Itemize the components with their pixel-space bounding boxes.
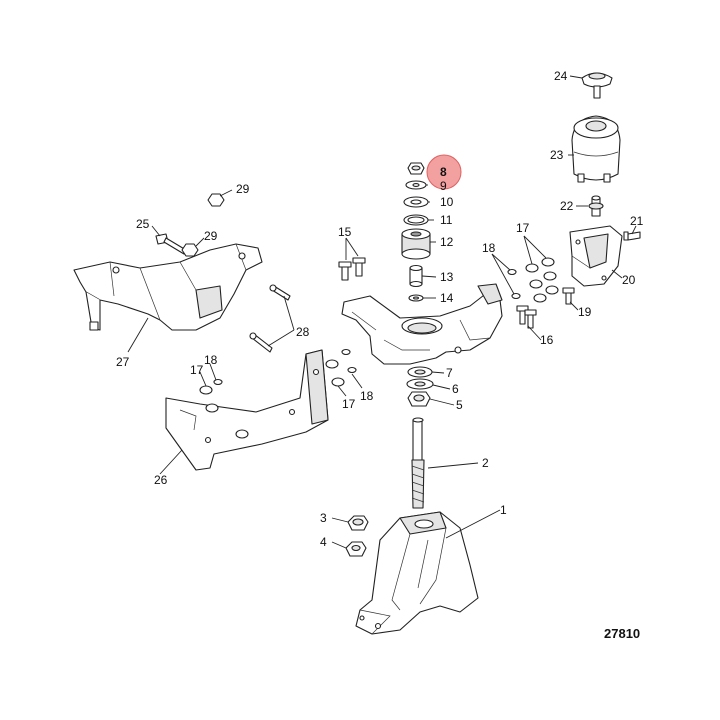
callout-29-lower[interactable]: 29	[204, 229, 218, 243]
part-11-ring[interactable]	[403, 214, 429, 226]
callout-26[interactable]: 26	[154, 473, 168, 487]
part-8-nut[interactable]	[407, 162, 425, 175]
callout-17-left[interactable]: 17	[190, 363, 204, 377]
part-17-nuts-right[interactable]	[525, 257, 559, 303]
callout-18-left[interactable]: 18	[204, 353, 218, 367]
part-17-nuts-left[interactable]	[199, 359, 345, 413]
callout-13[interactable]: 13	[440, 270, 454, 284]
part-15-bolts[interactable]	[338, 257, 366, 281]
callout-14[interactable]: 14	[440, 291, 454, 305]
part-14-washer[interactable]	[408, 294, 424, 302]
callout-25[interactable]: 25	[136, 217, 150, 231]
callout-23[interactable]: 23	[550, 148, 564, 162]
callout-19[interactable]: 19	[578, 305, 592, 319]
leader-lines	[127, 75, 637, 549]
part-13-sleeve[interactable]	[409, 264, 423, 288]
callout-28[interactable]: 28	[296, 325, 310, 339]
part-29-nut-lower[interactable]	[181, 243, 199, 257]
callout-12[interactable]: 12	[440, 235, 454, 249]
highlight-marker	[426, 154, 462, 190]
part-26-lower-bracket[interactable]	[165, 349, 329, 471]
part-27-frame-bracket[interactable]	[73, 243, 263, 331]
callout-10[interactable]: 10	[440, 195, 454, 209]
callout-8[interactable]: 8	[440, 165, 447, 179]
part-23-reservoir[interactable]	[571, 115, 621, 183]
callout-17-right[interactable]: 17	[516, 221, 530, 235]
part-4-nut[interactable]	[345, 541, 367, 557]
callout-6[interactable]: 6	[452, 382, 459, 396]
callout-21[interactable]: 21	[630, 214, 644, 228]
part-28-pins[interactable]	[249, 284, 291, 353]
part-6-washer[interactable]	[406, 378, 434, 390]
callout-18-right[interactable]: 18	[482, 241, 496, 255]
callout-2[interactable]: 2	[482, 456, 489, 470]
callout-24[interactable]: 24	[554, 69, 568, 83]
part-22-fitting[interactable]	[588, 195, 604, 217]
part-9-washer[interactable]	[405, 180, 427, 190]
callout-5[interactable]: 5	[456, 398, 463, 412]
central-mount-bracket[interactable]	[341, 283, 503, 365]
callout-27[interactable]: 27	[116, 355, 130, 369]
part-12-bushing[interactable]	[401, 228, 431, 260]
callout-15[interactable]: 15	[338, 225, 352, 239]
callout-20[interactable]: 20	[622, 273, 636, 287]
part-2-stud[interactable]	[411, 417, 425, 509]
part-19-bolt[interactable]	[562, 287, 575, 305]
part-5-nut[interactable]	[407, 391, 431, 407]
callout-11[interactable]: 11	[440, 213, 453, 227]
part-7-washer[interactable]	[407, 366, 433, 378]
part-18-washers-left[interactable]	[213, 348, 357, 386]
callout-22[interactable]: 22	[560, 199, 574, 213]
part-3-locknut[interactable]	[347, 515, 369, 531]
callout-9[interactable]: 9	[440, 179, 447, 193]
callout-29-upper[interactable]: 29	[236, 182, 250, 196]
callout-17-center[interactable]: 17	[342, 397, 356, 411]
part-25-bolt[interactable]	[155, 233, 187, 255]
diagram-reference-number: 27810	[604, 626, 640, 641]
callout-4[interactable]: 4	[320, 535, 327, 549]
part-18-washers-right[interactable]	[507, 268, 521, 300]
part-1-base-mount[interactable]	[355, 511, 479, 635]
callout-18-center[interactable]: 18	[360, 389, 374, 403]
part-16-bolts[interactable]	[516, 305, 537, 329]
callout-labels: 1 2 3 4 5 6 7 8 9 10 11 12 13 14 15 16 1…	[116, 69, 644, 549]
part-24-cap[interactable]	[581, 72, 613, 99]
callout-1[interactable]: 1	[500, 503, 507, 517]
callout-7[interactable]: 7	[446, 366, 453, 380]
callout-16[interactable]: 16	[540, 333, 554, 347]
part-10-washer[interactable]	[403, 196, 429, 208]
callout-3[interactable]: 3	[320, 511, 327, 525]
part-21-bolt[interactable]	[623, 231, 641, 241]
part-20-reservoir-bracket[interactable]	[569, 225, 623, 287]
part-29-nut-upper[interactable]	[207, 193, 225, 207]
